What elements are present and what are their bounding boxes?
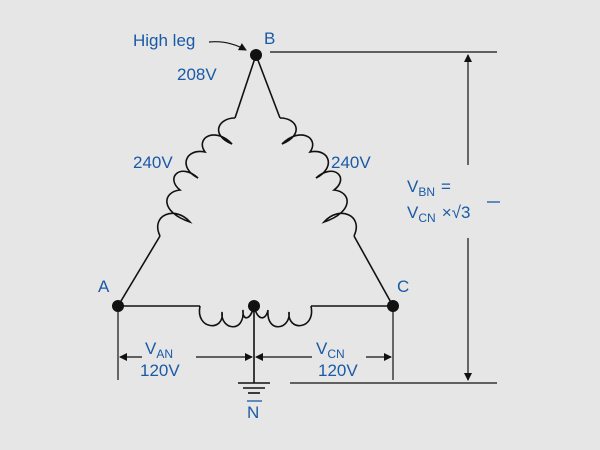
high-leg-pointer (208, 41, 247, 51)
right-voltage-label: 240V (331, 153, 371, 172)
van-value: 120V (140, 361, 180, 380)
terminal-c-dot (387, 300, 399, 312)
left-winding (117, 54, 257, 307)
node-c-label: C (397, 277, 409, 296)
terminal-a-dot (112, 300, 124, 312)
formula-line-2: VCN×√3 (407, 203, 470, 225)
neutral-wire (238, 306, 270, 394)
vcn-value: 120V (318, 361, 358, 380)
bottom-winding (118, 305, 393, 328)
b-voltage-label: 208V (177, 65, 217, 84)
node-n-label: N (247, 403, 259, 422)
terminal-b-dot (250, 49, 262, 61)
van-label: VAN (145, 339, 173, 361)
left-voltage-label: 240V (133, 153, 173, 172)
right-winding (255, 54, 394, 307)
vcn-label: VCN (316, 339, 345, 361)
center-tap-dot (248, 300, 260, 312)
node-b-label: B (264, 29, 275, 48)
formula-line-1: VBN= (407, 177, 451, 199)
high-leg-label: High leg (133, 31, 195, 50)
node-a-label: A (98, 277, 110, 296)
